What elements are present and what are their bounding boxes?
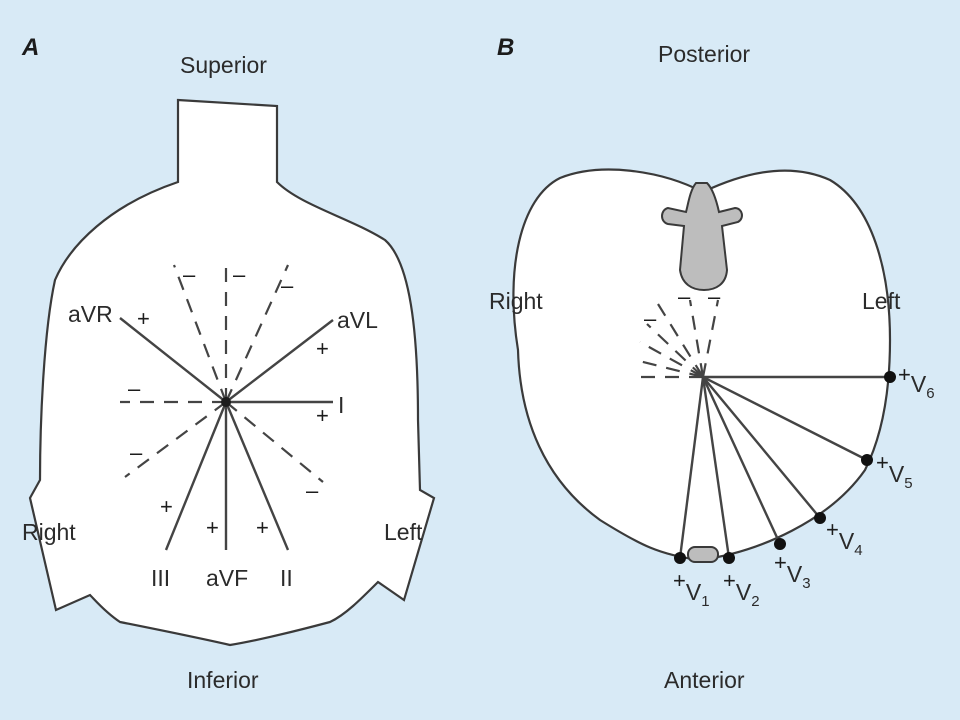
right-label-b: Right — [489, 288, 543, 314]
electrode-v2 — [723, 552, 735, 564]
electrode-v5 — [861, 454, 873, 466]
anterior-label: Anterior — [664, 667, 745, 693]
minus-sign-avl: – — [130, 440, 143, 465]
electrode-v1 — [674, 552, 686, 564]
right-label-a: Right — [22, 519, 76, 545]
lead-v4-axis — [702, 376, 821, 519]
panel-b: B Posterior – – – — [489, 34, 935, 693]
minus-sign-precordial: – — [644, 306, 657, 331]
panel-a-letter: A — [21, 34, 39, 61]
posterior-label: Posterior — [658, 41, 750, 67]
lead-ii-negative — [172, 264, 228, 403]
sternum-shape — [687, 546, 719, 563]
minus-sign-ii: – — [183, 262, 196, 287]
left-label-b: Left — [862, 288, 901, 314]
electrode-v6 — [884, 371, 896, 383]
plus-sign-ii: + — [256, 515, 269, 540]
lead-v2-label: +V2 — [723, 568, 760, 610]
minus-sign-posterior-left: – — [678, 284, 691, 309]
electrode-v4 — [814, 512, 826, 524]
plus-sign-iii: + — [160, 494, 173, 519]
lead-v4-label: +V4 — [826, 517, 863, 559]
superior-label: Superior — [180, 52, 267, 78]
lead-avl-label: aVL — [337, 307, 378, 333]
torso-outline — [28, 98, 436, 647]
lead-avl-negative — [124, 401, 227, 478]
lead-avr-negative — [225, 401, 324, 483]
plus-sign-avl: + — [316, 336, 329, 361]
lead-avr-axis — [119, 317, 227, 403]
lead-avr-label: aVR — [68, 301, 113, 327]
heart-center-dot — [221, 397, 231, 407]
plus-sign-i: + — [316, 403, 329, 428]
lead-avf-label: aVF — [206, 565, 248, 591]
lead-v3-axis — [701, 376, 782, 545]
lead-iii-negative — [224, 264, 290, 403]
minus-sign-avr: – — [306, 478, 319, 503]
lead-ii-axis — [224, 401, 290, 551]
lead-iii-label: III — [151, 565, 170, 591]
minus-sign-iii: – — [281, 273, 294, 298]
minus-sign-posterior-right: – — [708, 284, 721, 309]
vertebra-shape — [661, 182, 743, 292]
panel-a: A Superior aVR aVL I II III aVF + + + + … — [21, 34, 436, 693]
electrode-v3 — [774, 538, 786, 550]
lead-v1-axis — [678, 376, 705, 559]
minus-sign-i: – — [128, 376, 141, 401]
plus-sign-avf: + — [206, 515, 219, 540]
lead-avl-axis — [225, 319, 334, 403]
lead-i-label: I — [338, 392, 344, 418]
lead-v2-axis — [701, 376, 731, 559]
lead-v6-label: +V6 — [898, 362, 935, 402]
lead-v5-label: +V5 — [876, 450, 913, 492]
lead-ii-label: II — [280, 565, 293, 591]
lead-v3-label: +V3 — [774, 550, 811, 592]
plus-sign-avr: + — [137, 306, 150, 331]
lead-iii-axis — [164, 401, 228, 551]
minus-sign-avf: – — [233, 262, 246, 287]
negative-pole-dashes — [632, 299, 720, 379]
inferior-label: Inferior — [187, 667, 259, 693]
lead-v5-axis — [702, 375, 868, 462]
panel-b-letter: B — [497, 34, 514, 61]
lead-v1-label: +V1 — [673, 568, 710, 610]
left-label-a: Left — [384, 519, 423, 545]
